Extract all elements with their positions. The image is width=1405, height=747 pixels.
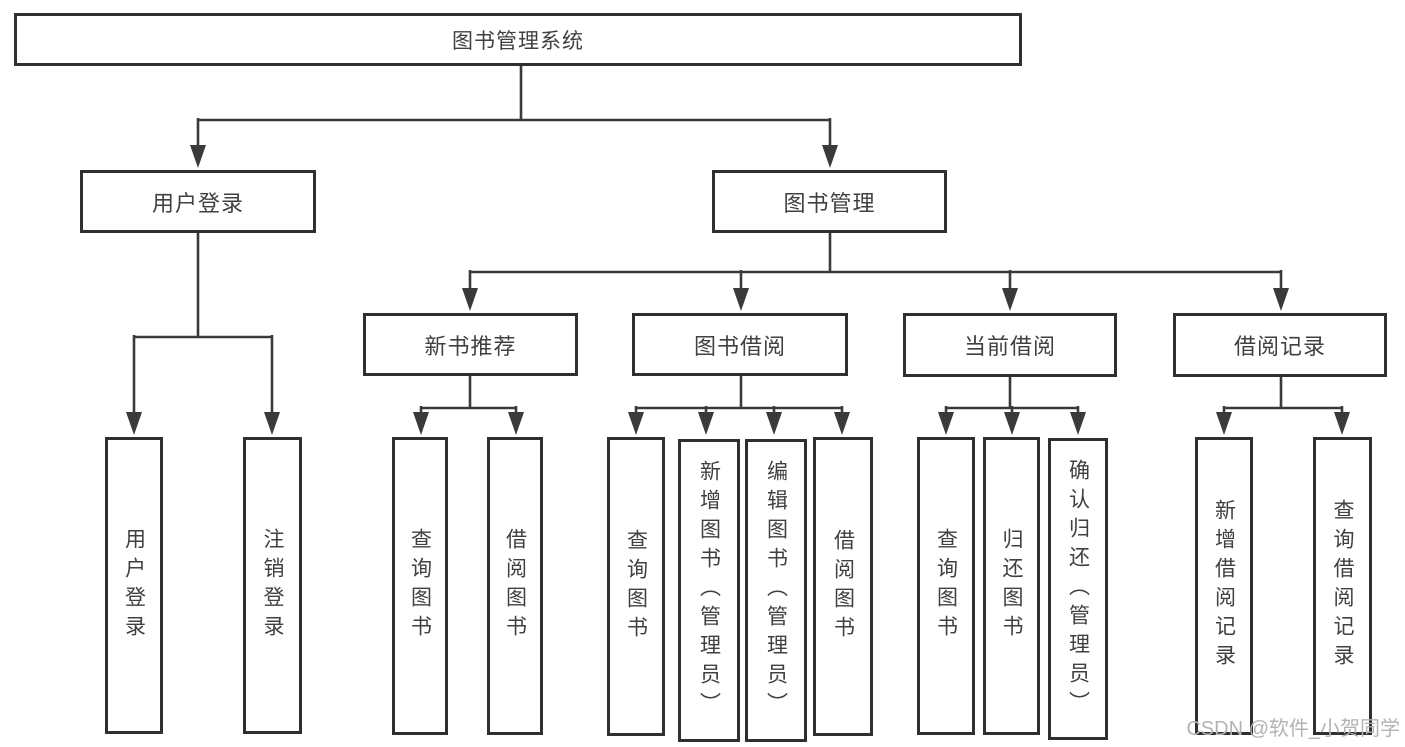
node-label: 编辑图书（管理员） xyxy=(764,460,788,721)
node-label: 图书管理 xyxy=(783,190,876,216)
arrow-icon xyxy=(1004,412,1020,435)
node-label: 借阅图书 xyxy=(831,528,855,645)
node-label: 当前借阅 xyxy=(963,334,1056,359)
node-label: 图书管理系统 xyxy=(452,29,584,53)
leaf-logout: 注销登录 xyxy=(243,437,302,734)
csdn-watermark: CSDN @软件_小贺同学 xyxy=(1186,718,1400,740)
leaf-query-books-borrow: 查询图书 xyxy=(607,437,665,736)
arrow-icon xyxy=(190,145,206,168)
arrow-icon xyxy=(766,412,782,435)
leaf-borrow-books-recommend: 借阅图书 xyxy=(487,437,543,735)
arrow-icon xyxy=(413,412,429,435)
arrow-icon xyxy=(733,288,749,311)
arrow-icon xyxy=(1334,412,1350,435)
leaf-add-book-admin: 新增图书（管理员） xyxy=(678,439,740,742)
leaf-query-books-recommend: 查询图书 xyxy=(392,437,448,735)
leaf-user-login: 用户登录 xyxy=(105,437,163,734)
leaf-borrow-books: 借阅图书 xyxy=(813,437,873,736)
node-library-management-system: 图书管理系统 xyxy=(14,13,1022,66)
node-new-book-recommend: 新书推荐 xyxy=(363,313,578,376)
leaf-return-books: 归还图书 xyxy=(983,437,1040,735)
arrow-icon xyxy=(1002,288,1018,311)
node-label: 确认归还（管理员） xyxy=(1066,458,1090,720)
node-label: 查询借阅记录 xyxy=(1331,499,1354,673)
leaf-query-borrow-record: 查询借阅记录 xyxy=(1313,437,1372,735)
node-user-login: 用户登录 xyxy=(80,170,316,233)
node-label: 查询图书 xyxy=(934,528,958,644)
arrowheads xyxy=(126,145,1350,435)
node-label: 新增图书（管理员） xyxy=(697,460,721,721)
node-borrow-records: 借阅记录 xyxy=(1173,313,1387,377)
arrow-icon xyxy=(628,412,644,435)
arrow-icon xyxy=(1070,412,1086,435)
node-label: 查询图书 xyxy=(408,528,432,644)
leaf-add-borrow-record: 新增借阅记录 xyxy=(1195,437,1253,735)
arrow-icon xyxy=(462,288,478,311)
arrow-icon xyxy=(126,412,142,435)
arrow-icon xyxy=(834,412,850,435)
leaf-query-books-current: 查询图书 xyxy=(917,437,975,735)
leaf-edit-book-admin: 编辑图书（管理员） xyxy=(745,439,807,742)
node-label: 新增借阅记录 xyxy=(1212,499,1236,673)
node-label: 归还图书 xyxy=(1000,528,1023,644)
arrow-icon xyxy=(264,412,280,435)
arrow-icon xyxy=(508,412,524,435)
leaf-confirm-return-admin: 确认归还（管理员） xyxy=(1048,438,1108,740)
node-label: 借阅图书 xyxy=(503,528,527,644)
node-book-management: 图书管理 xyxy=(712,170,947,233)
node-label: 查询图书 xyxy=(624,528,648,645)
arrow-icon xyxy=(822,145,838,168)
node-label: 图书借阅 xyxy=(693,333,786,359)
arrow-icon xyxy=(1216,412,1232,435)
node-current-borrow: 当前借阅 xyxy=(903,313,1117,377)
node-label: 用户登录 xyxy=(151,190,244,216)
node-label: 借阅记录 xyxy=(1233,334,1326,359)
node-label: 用户登录 xyxy=(122,527,146,644)
node-book-borrow: 图书借阅 xyxy=(632,313,848,376)
arrow-icon xyxy=(698,412,714,435)
node-label: 新书推荐 xyxy=(424,333,517,359)
node-label: 注销登录 xyxy=(261,527,284,644)
arrow-icon xyxy=(938,412,954,435)
arrow-icon xyxy=(1273,288,1289,311)
